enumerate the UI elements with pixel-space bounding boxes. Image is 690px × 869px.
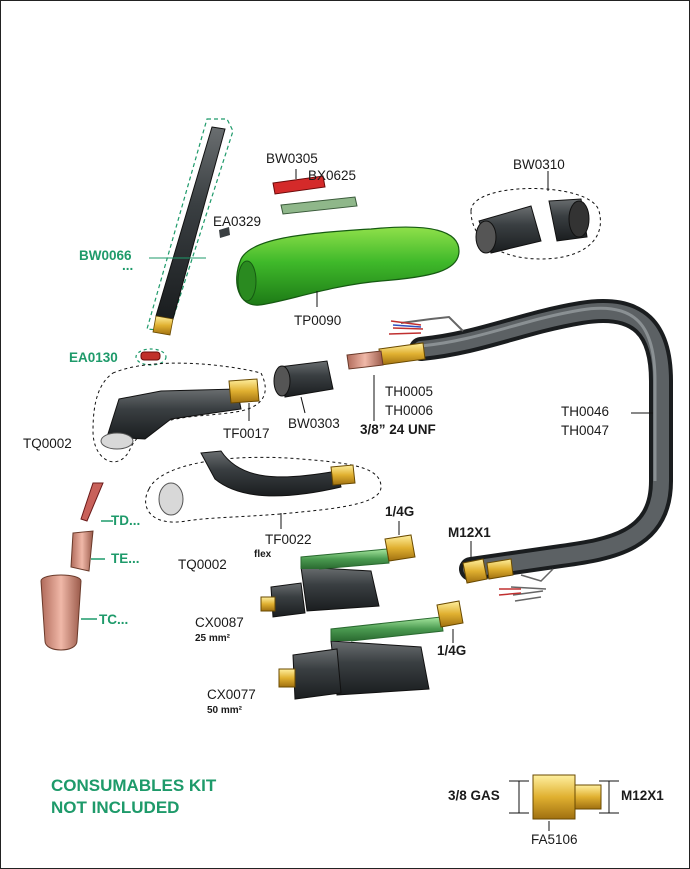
part-label-bw0066: BW0066 bbox=[79, 248, 132, 263]
thread-label-m12x1-top: M12X1 bbox=[448, 525, 491, 540]
torch-head-flex bbox=[145, 450, 382, 529]
torch-head-rigid bbox=[92, 362, 266, 463]
gas-nut bbox=[346, 342, 426, 421]
consumables bbox=[40, 482, 113, 651]
notice-line-1: CONSUMABLES KIT bbox=[51, 776, 217, 795]
consumables-notice: CONSUMABLES KIT NOT INCLUDED bbox=[51, 775, 216, 819]
part-label-ea0329: EA0329 bbox=[213, 214, 262, 229]
part-label-td: TD... bbox=[111, 513, 141, 528]
cable-cover-group bbox=[470, 171, 601, 260]
cx0087-size: 25 mm² bbox=[195, 633, 231, 644]
part-label-th0047: TH0047 bbox=[561, 423, 610, 438]
notice-line-2: NOT INCLUDED bbox=[51, 798, 180, 817]
part-label-tc: TC... bbox=[99, 612, 129, 627]
part-label-th0006: TH0006 bbox=[385, 403, 434, 418]
part-label-tf0022: TF0022 bbox=[265, 532, 312, 547]
part-label-bx0625: BX0625 bbox=[308, 168, 357, 183]
part-label-tf0017: TF0017 bbox=[223, 426, 270, 441]
thread-label-quarter-g-bottom: 1/4G bbox=[437, 643, 467, 658]
part-label-bw0305: BW0305 bbox=[266, 151, 318, 166]
part-label-tq0002-bottom: TQ0002 bbox=[178, 557, 227, 572]
cx0077-size: 50 mm² bbox=[207, 705, 243, 716]
torch-sleeve bbox=[273, 360, 334, 414]
part-label-ea0130: EA0130 bbox=[69, 350, 118, 365]
gas-adapter bbox=[509, 774, 619, 831]
thread-label-unf: 3/8” 24 UNF bbox=[360, 422, 436, 437]
tf0022-note: flex bbox=[254, 549, 272, 560]
part-label-bw0303: BW0303 bbox=[288, 416, 340, 431]
handle-green bbox=[236, 226, 460, 307]
bw0066-dots: ... bbox=[122, 258, 134, 273]
part-label-tp0090: TP0090 bbox=[294, 313, 342, 328]
power-connector-50 bbox=[278, 600, 464, 700]
thread-label-quarter-g-top: 1/4G bbox=[385, 504, 415, 519]
switch-parts bbox=[272, 169, 358, 215]
part-label-cx0077: CX0077 bbox=[207, 687, 256, 702]
screw bbox=[219, 227, 230, 238]
part-label-th0005: TH0005 bbox=[385, 384, 434, 399]
back-cap-long bbox=[146, 118, 234, 336]
part-label-bw0310: BW0310 bbox=[513, 157, 565, 172]
thread-label-m12x1-adapter: M12X1 bbox=[621, 788, 664, 803]
thread-label-3-8-gas: 3/8 GAS bbox=[448, 788, 500, 803]
power-cable bbox=[388, 299, 673, 602]
part-label-cx0087: CX0087 bbox=[195, 615, 244, 630]
power-connector-25 bbox=[260, 521, 416, 618]
part-label-tq0002-top: TQ0002 bbox=[23, 436, 72, 451]
cable-end-fitting bbox=[462, 541, 514, 584]
part-label-th0046: TH0046 bbox=[561, 404, 610, 419]
o-ring-red bbox=[135, 348, 167, 366]
part-label-fa5106: FA5106 bbox=[531, 832, 578, 847]
part-label-te: TE... bbox=[111, 551, 140, 566]
